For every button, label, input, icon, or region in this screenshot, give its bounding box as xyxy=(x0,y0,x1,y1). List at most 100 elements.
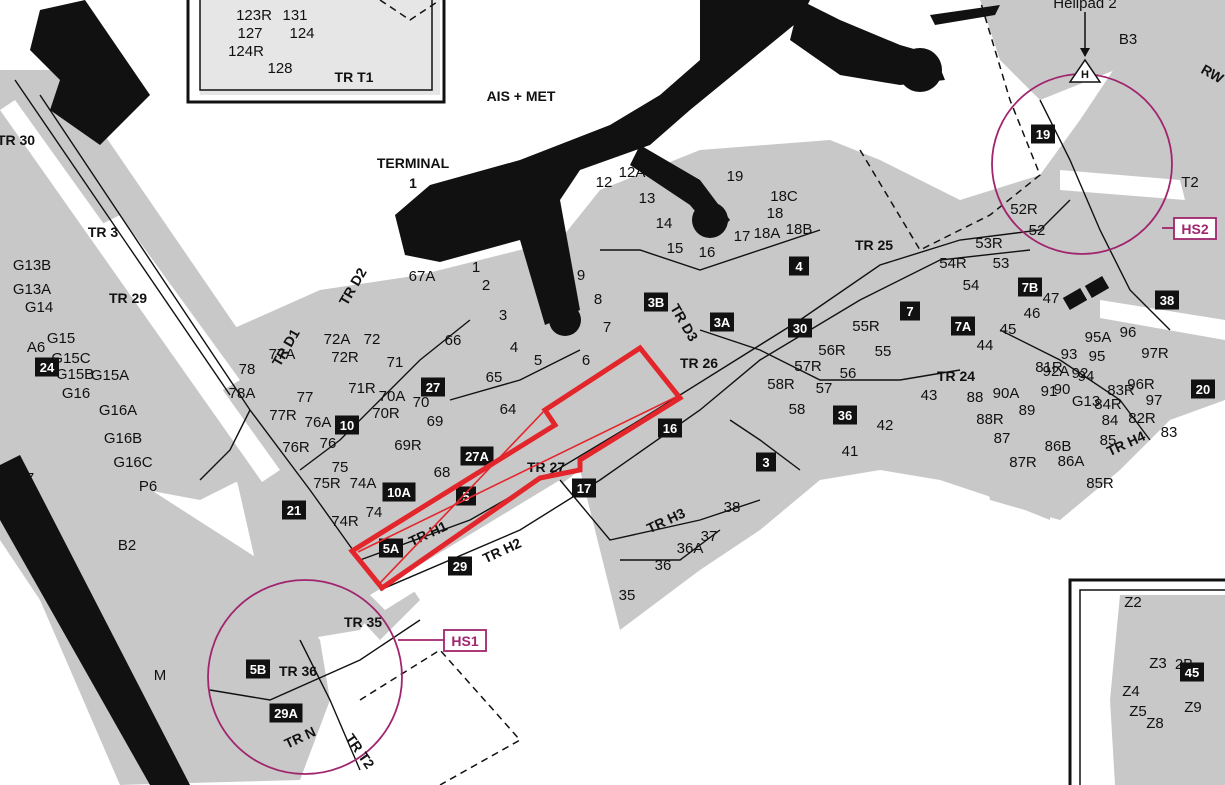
stand-box-7b: 7B xyxy=(1018,277,1042,297)
stand-label: 53R xyxy=(975,235,1003,252)
stand-label: 36 xyxy=(655,557,672,574)
stand-label: 35 xyxy=(619,587,636,604)
stand-label: 74A xyxy=(350,475,377,492)
stand-label: 56R xyxy=(818,342,846,359)
stand-label: B3 xyxy=(1119,31,1137,48)
stand-label: 2B xyxy=(1175,656,1193,673)
stand-label: 9 xyxy=(577,267,585,284)
stand-label: 82R xyxy=(1128,410,1156,427)
stand-box-label: 29A xyxy=(274,706,298,721)
stand-label: 88 xyxy=(967,389,984,406)
stand-label: A7 xyxy=(16,470,34,487)
stand-label: 97 xyxy=(1146,392,1163,409)
stand-label: 128 xyxy=(267,60,292,77)
highlight-annotation xyxy=(348,344,684,592)
stand-box-20: 20 xyxy=(1191,379,1215,399)
stand-label: 5 xyxy=(534,352,542,369)
stand-box-30: 30 xyxy=(788,318,812,338)
stand-label: 124 xyxy=(289,25,314,42)
terminal-number: 1 xyxy=(409,175,417,191)
taxi-route-label: TR 29 xyxy=(109,290,147,306)
stand-label: 70 xyxy=(413,394,430,411)
stand-label: 69 xyxy=(427,413,444,430)
stand-box-label: 3B xyxy=(648,295,665,310)
stand-label: 76R xyxy=(282,439,310,456)
stand-box-21: 21 xyxy=(282,500,306,520)
stand-box-label: 21 xyxy=(287,503,301,518)
stand-label: 18C xyxy=(770,188,798,205)
stand-label: 76A xyxy=(305,414,332,431)
stand-label: A6 xyxy=(27,339,45,356)
stand-label: G15 xyxy=(47,330,75,347)
stand-label: 3 xyxy=(499,307,507,324)
stand-label: 10 xyxy=(550,238,567,255)
stand-label: 57R xyxy=(794,358,822,375)
stand-label: Z4 xyxy=(1122,683,1140,700)
stand-box-label: 5B xyxy=(250,662,267,677)
stand-label: 68 xyxy=(434,464,451,481)
taxi-route-label: TR T2 xyxy=(342,731,378,772)
stand-label: 65 xyxy=(486,369,503,386)
stand-label: 16 xyxy=(699,244,716,261)
stand-label: 54 xyxy=(963,277,980,294)
stand-box-label: 29 xyxy=(453,559,467,574)
stand-label: 95 xyxy=(1089,348,1106,365)
stand-label: G14 xyxy=(25,299,53,316)
stand-label: 57 xyxy=(816,380,833,397)
stand-box-17: 17 xyxy=(572,478,596,498)
taxi-route-label: TR 36 xyxy=(279,663,317,679)
stand-box-label: 3A xyxy=(714,315,731,330)
hotspot-label-hs2: HS2 xyxy=(1181,221,1208,237)
stand-label: Z2 xyxy=(1124,594,1142,611)
stand-box-label: 19 xyxy=(1036,127,1050,142)
stand-box-24: 24 xyxy=(35,357,59,377)
stand-label: 71 xyxy=(387,354,404,371)
stand-label: 74 xyxy=(366,504,383,521)
buildings xyxy=(0,0,1110,785)
stand-label: 97R xyxy=(1141,345,1169,362)
top-right-apron xyxy=(980,0,1225,100)
stand-label: 17 xyxy=(734,228,751,245)
stand-box-29: 29 xyxy=(448,556,472,576)
terminal-title: TERMINAL xyxy=(377,155,450,171)
stand-box-5: 5 xyxy=(456,486,476,506)
stand-label: 78A xyxy=(229,385,256,402)
stand-label: B2 xyxy=(118,537,136,554)
stand-box-29a: 29A xyxy=(269,703,303,723)
stand-label: 70R xyxy=(372,405,400,422)
stand-box-label: 27 xyxy=(426,380,440,395)
stand-box-label: 3 xyxy=(762,455,769,470)
stand-label: G15B xyxy=(56,366,94,383)
stand-label: 42 xyxy=(877,417,894,434)
stand-label: 52R xyxy=(1010,201,1038,218)
inset-frame-top xyxy=(186,0,446,104)
stand-label: 18A xyxy=(754,225,781,242)
stand-label: 8 xyxy=(594,291,602,308)
stand-box-3a: 3A xyxy=(710,312,734,332)
helipad: H Helipad 2 xyxy=(1053,0,1117,83)
stand-label: 93 xyxy=(1061,346,1078,363)
stand-label: 44 xyxy=(977,337,994,354)
stand-label: 77A xyxy=(269,346,296,363)
stand-box-label: 38 xyxy=(1160,293,1174,308)
stand-label: 131 xyxy=(282,7,307,24)
stand-label: 15 xyxy=(667,240,684,257)
taxi-route-label: TR T1 xyxy=(335,69,374,85)
terminal-1-building xyxy=(395,0,810,325)
stand-label: 53 xyxy=(993,255,1010,272)
stand-label: 83 xyxy=(1161,424,1178,441)
hangar-building xyxy=(30,0,150,145)
stand-label: 81R xyxy=(1035,359,1063,376)
stand-label: 56 xyxy=(840,365,857,382)
stand-label: 83R xyxy=(1107,382,1135,399)
stand-box-38: 38 xyxy=(1155,290,1179,310)
stand-box-label: 20 xyxy=(1196,382,1210,397)
stand-box-5a: 5A xyxy=(379,538,403,558)
stand-label: 38 xyxy=(724,499,741,516)
stand-box-label: 36 xyxy=(838,408,852,423)
stand-label: Z8 xyxy=(1146,715,1164,732)
stand-label: 58 xyxy=(789,401,806,418)
